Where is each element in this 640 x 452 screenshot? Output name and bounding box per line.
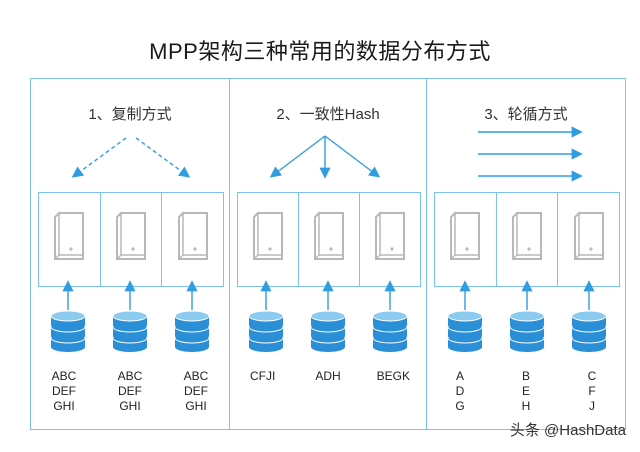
data-label: ABC DEF GHI — [183, 369, 209, 413]
data-labels: A D G B E H C F J — [427, 369, 625, 414]
database-icon — [310, 310, 346, 352]
server-icon — [450, 211, 481, 260]
replication-arrow-right — [135, 137, 191, 178]
server-icon — [512, 211, 542, 260]
data-label: ABC DEF GHI — [51, 369, 77, 413]
data-labels: CFJI ADH BEGK — [230, 369, 426, 384]
server-node — [360, 193, 420, 286]
diagram-title: MPP架构三种常用的数据分布方式 — [149, 39, 491, 64]
database-icon — [571, 310, 607, 352]
server-node — [497, 193, 559, 286]
hash-arrow-left — [269, 135, 326, 178]
database-icon — [509, 310, 545, 352]
server-icon — [116, 211, 146, 260]
database-icon — [112, 310, 148, 352]
server-node — [39, 193, 101, 286]
server-group — [38, 192, 224, 287]
data-labels: ABC DEF GHI ABC DEF GHI ABC DEF GHI — [31, 369, 229, 414]
server-icon — [375, 211, 405, 260]
data-label: B E H — [521, 369, 531, 413]
database-icon — [50, 310, 86, 352]
data-label: C F J — [587, 369, 597, 413]
panel-title: 2、一致性Hash — [276, 106, 380, 123]
data-label: BEGK — [376, 369, 410, 383]
replication-arrow-left — [71, 137, 127, 178]
panel-replication: 1、复制方式 ABC DEF GHI ABC DEF GHI ABC DEF G… — [30, 78, 230, 430]
server-icon — [177, 211, 208, 260]
server-icon — [573, 211, 604, 260]
data-label: CFJI — [249, 369, 276, 383]
server-icon — [314, 211, 344, 260]
data-label: A D G — [455, 369, 465, 413]
data-label: ABC DEF GHI — [117, 369, 143, 413]
server-node — [558, 193, 619, 286]
hash-arrow-right — [324, 135, 381, 178]
server-node — [435, 193, 497, 286]
database-icon — [447, 310, 483, 352]
server-node — [299, 193, 360, 286]
database-icon — [248, 310, 284, 352]
data-label: ADH — [315, 369, 341, 383]
panel-title: 3、轮循方式 — [484, 106, 568, 123]
server-icon — [253, 211, 283, 260]
server-icon — [54, 211, 85, 260]
watermark: 头条 @HashData — [509, 422, 626, 439]
server-node — [238, 193, 299, 286]
panel-title: 1、复制方式 — [88, 106, 172, 123]
server-node — [162, 193, 223, 286]
server-node — [101, 193, 163, 286]
database-icon — [372, 310, 408, 352]
database-icon — [174, 310, 210, 352]
